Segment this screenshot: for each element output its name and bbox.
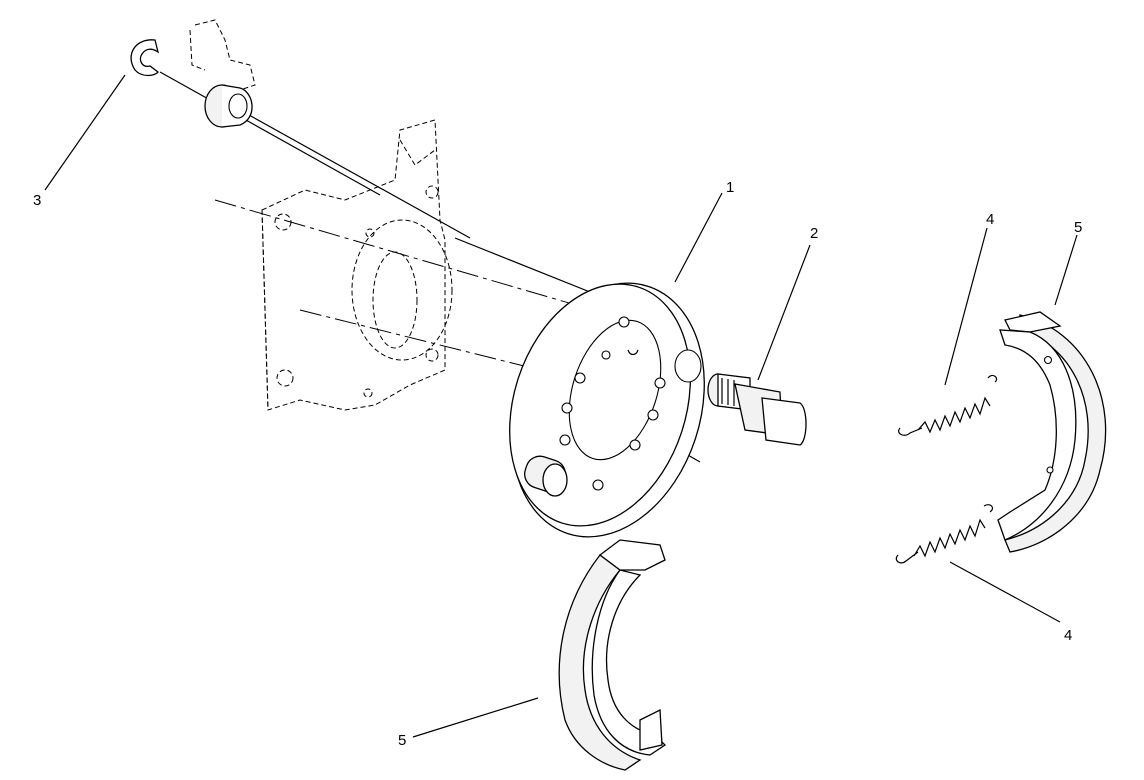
callout-4-upper: 4 — [986, 211, 994, 228]
callout-5-bottom: 5 — [398, 732, 406, 749]
retaining-clip — [130, 39, 160, 77]
callout-4-lower: 4 — [1064, 627, 1072, 644]
brake-shoe-right — [997, 311, 1107, 553]
leader-lines — [44, 74, 1078, 738]
bushing — [204, 84, 253, 128]
return-spring-upper — [898, 374, 998, 436]
return-spring-lower — [895, 504, 994, 564]
callout-3: 3 — [33, 192, 41, 209]
callout-5-right: 5 — [1074, 219, 1082, 236]
mounting-bracket-phantom — [189, 19, 453, 411]
callout-1: 1 — [726, 179, 734, 196]
callout-labels: 3 1 2 4 4 5 5 — [33, 179, 1082, 749]
brake-cam-shaft — [707, 373, 807, 446]
backing-plate — [509, 282, 705, 538]
callout-2: 2 — [810, 225, 818, 242]
brake-shoe-bottom — [558, 539, 667, 771]
